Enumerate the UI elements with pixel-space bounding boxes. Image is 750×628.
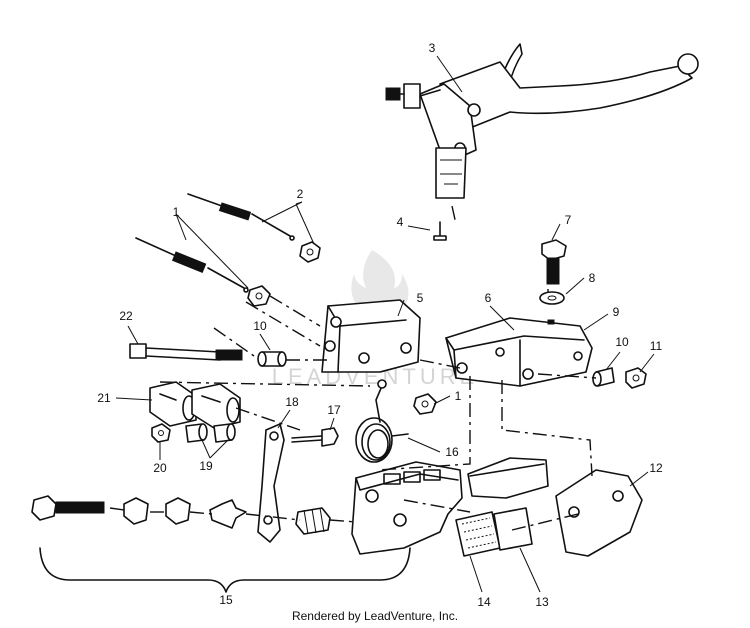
callout-1-upper[interactable]: 1	[173, 205, 180, 219]
part-8-washer[interactable]	[539, 291, 565, 305]
callout-14[interactable]: 14	[477, 595, 491, 609]
callout-10-right[interactable]: 10	[615, 335, 629, 349]
callout-16[interactable]: 16	[445, 445, 459, 459]
part-20-nut[interactable]	[151, 423, 171, 443]
part-22-long-bolt[interactable]	[129, 343, 243, 361]
part-18-actuator-arm[interactable]	[257, 423, 285, 543]
callout-7[interactable]: 7	[565, 213, 572, 227]
callout-13[interactable]: 13	[535, 595, 549, 609]
assembly-centerlines	[109, 205, 597, 531]
credit-text: Rendered by LeadVenture, Inc.	[291, 609, 459, 623]
callout-5[interactable]: 5	[417, 291, 424, 305]
part-3-brake-lever[interactable]	[385, 43, 699, 199]
part-21-pistons[interactable]	[149, 381, 241, 429]
part-10-bushing-left[interactable]	[257, 351, 287, 367]
callout-12[interactable]: 12	[649, 461, 663, 475]
part-15-group-brace	[39, 547, 411, 593]
part-6-caliper-bracket[interactable]	[445, 317, 593, 387]
part-2-cable-upper[interactable]	[187, 193, 321, 263]
callout-8[interactable]: 8	[589, 271, 596, 285]
brake-pad-upper[interactable]	[467, 457, 549, 499]
callout-19[interactable]: 19	[199, 459, 213, 473]
part-1-nut[interactable]	[413, 393, 437, 415]
caliper-housing[interactable]	[351, 461, 463, 555]
callout-2[interactable]: 2	[297, 187, 304, 201]
callout-22[interactable]: 22	[119, 309, 133, 323]
part-17-bolt[interactable]	[291, 427, 339, 447]
callout-labels: 3 2 1 4 7 8 5 6 9 22 10 10 11 21 1 18 17…	[97, 41, 663, 609]
callout-17[interactable]: 17	[327, 403, 341, 417]
callout-leaders	[115, 55, 655, 593]
callout-9[interactable]: 9	[613, 305, 620, 319]
part-15-adjuster-assembly[interactable]	[31, 495, 331, 535]
part-11-nut[interactable]	[625, 367, 647, 389]
callout-20[interactable]: 20	[153, 461, 167, 475]
part-7-bolt[interactable]	[541, 239, 567, 285]
part-5-bracket[interactable]	[321, 299, 421, 373]
part-14-brake-pad[interactable]	[455, 511, 501, 557]
callout-3[interactable]: 3	[429, 41, 436, 55]
callout-18[interactable]: 18	[285, 395, 299, 409]
callout-15[interactable]: 15	[219, 593, 233, 607]
callout-6[interactable]: 6	[485, 291, 492, 305]
part-1-cable-lower[interactable]	[135, 237, 271, 307]
part-4-pin[interactable]	[433, 221, 447, 241]
callout-4[interactable]: 4	[397, 215, 404, 229]
callout-11[interactable]: 11	[650, 339, 663, 353]
part-13-backing-plate[interactable]	[493, 507, 533, 551]
callout-10-left[interactable]: 10	[253, 319, 267, 333]
part-10-bushing-right[interactable]	[592, 367, 615, 387]
part-12-caliper-plate[interactable]	[555, 469, 643, 557]
part-19-bushings[interactable]	[185, 423, 236, 443]
part-16-spring[interactable]	[355, 379, 409, 463]
callout-1-lower[interactable]: 1	[455, 389, 462, 403]
callout-21[interactable]: 21	[97, 391, 111, 405]
